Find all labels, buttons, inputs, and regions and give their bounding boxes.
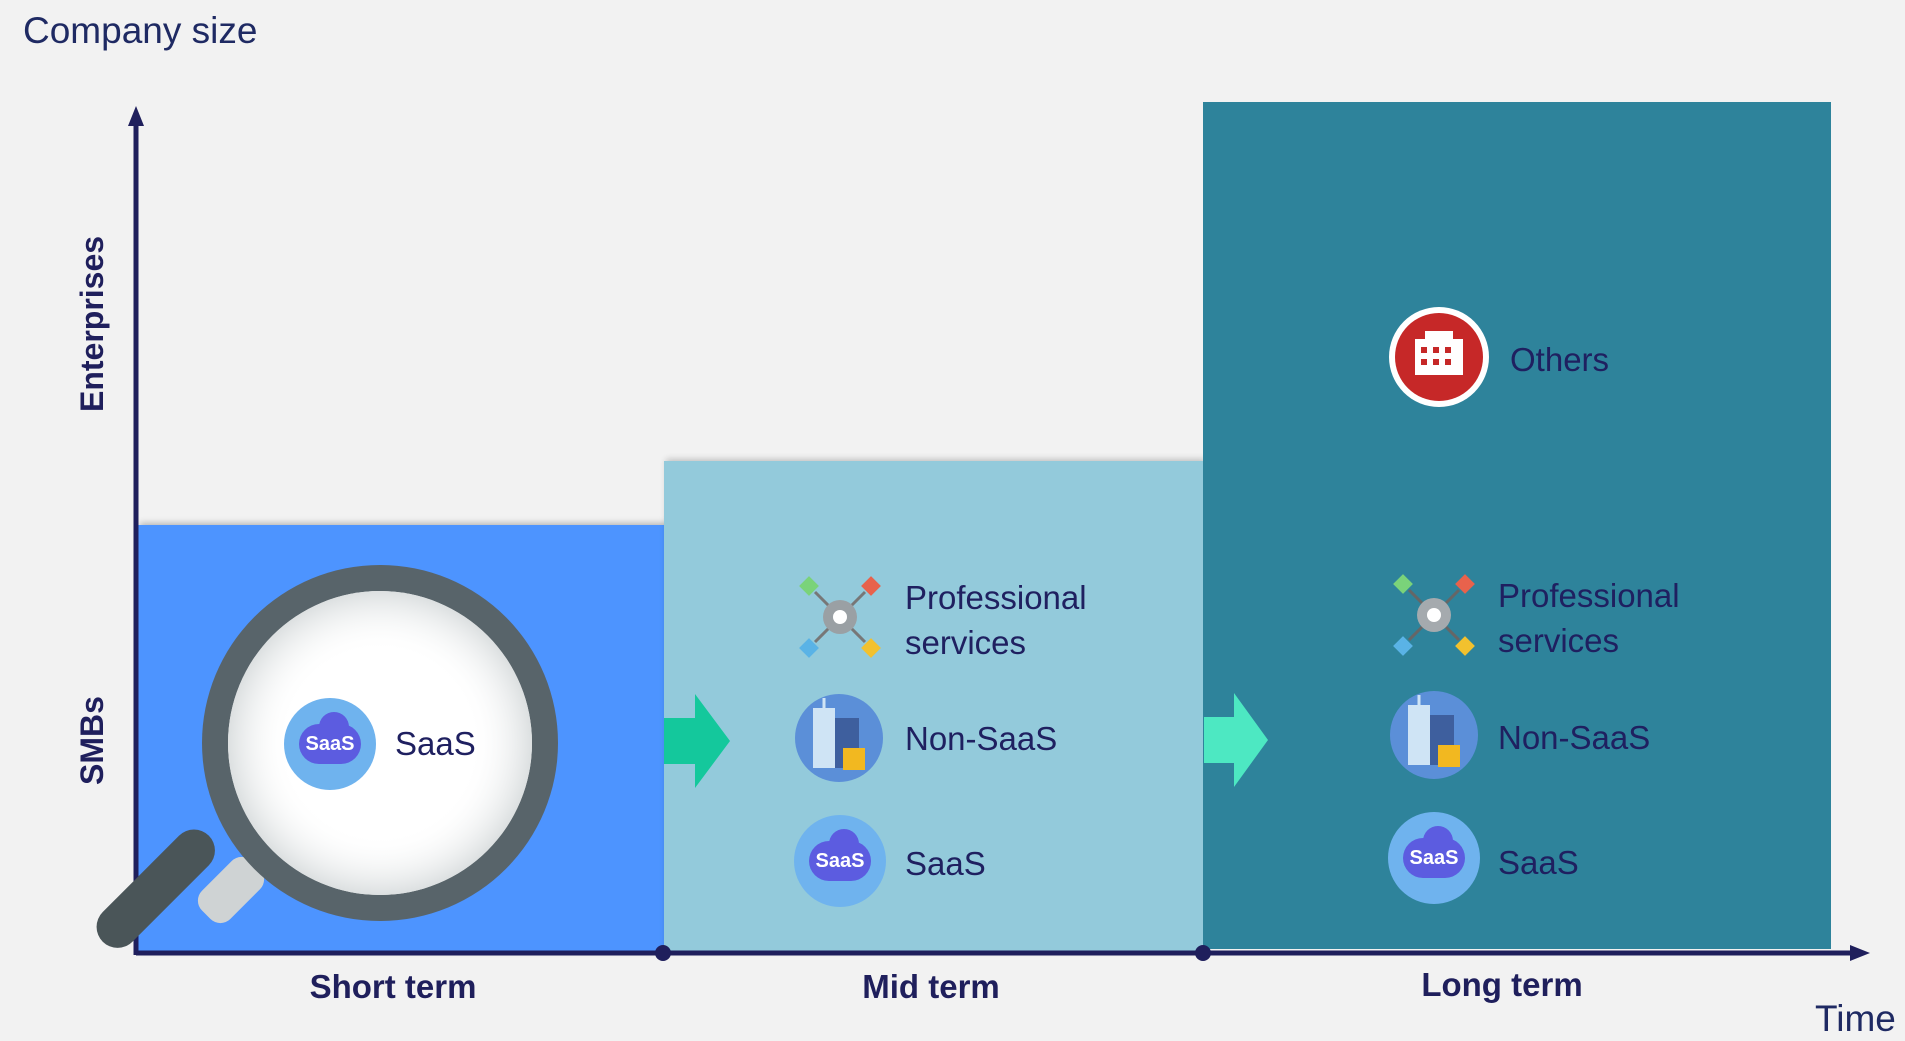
mid-non-saas-icon (795, 694, 883, 782)
x-axis-tick-long (1195, 945, 1211, 961)
long-non-saas-label: Non-SaaS (1498, 719, 1651, 756)
x-axis-title: Time (1815, 998, 1896, 1039)
mid-professional-services-icon (799, 576, 881, 658)
y-axis-title: Company size (23, 10, 258, 51)
y-axis-arrowhead (128, 106, 144, 126)
long-others-label: Others (1510, 341, 1610, 378)
x-axis-tick-mid (655, 945, 671, 961)
others-building-icon (1389, 307, 1489, 407)
term-long: Long term (1421, 966, 1583, 1003)
term-short: Short term (309, 968, 477, 1005)
long-saas-icon: SaaS (1388, 812, 1480, 904)
long-term-panel (1203, 102, 1831, 949)
short-saas-icon: SaaS (284, 698, 376, 790)
long-professional-label-line1: Professional (1498, 577, 1680, 614)
long-non-saas-icon (1390, 691, 1478, 779)
magnifier-icon (96, 565, 558, 948)
long-professional-services-icon (1393, 574, 1475, 656)
mid-professional-label-line1: Professional (905, 579, 1087, 616)
long-professional-label-line2: services (1498, 622, 1620, 659)
long-saas-label: SaaS (1498, 844, 1579, 881)
mid-term-panel (664, 461, 1204, 953)
term-mid: Mid term (862, 968, 1000, 1005)
mid-saas-icon: SaaS (794, 815, 886, 907)
mid-saas-label: SaaS (905, 845, 986, 882)
x-axis-arrowhead (1850, 945, 1870, 961)
arrow-to-mid (664, 694, 730, 788)
mid-non-saas-label: Non-SaaS (905, 720, 1058, 757)
mid-professional-label-line2: services (905, 624, 1027, 661)
arrow-to-long (1204, 693, 1268, 787)
short-saas-label: SaaS (395, 725, 476, 762)
